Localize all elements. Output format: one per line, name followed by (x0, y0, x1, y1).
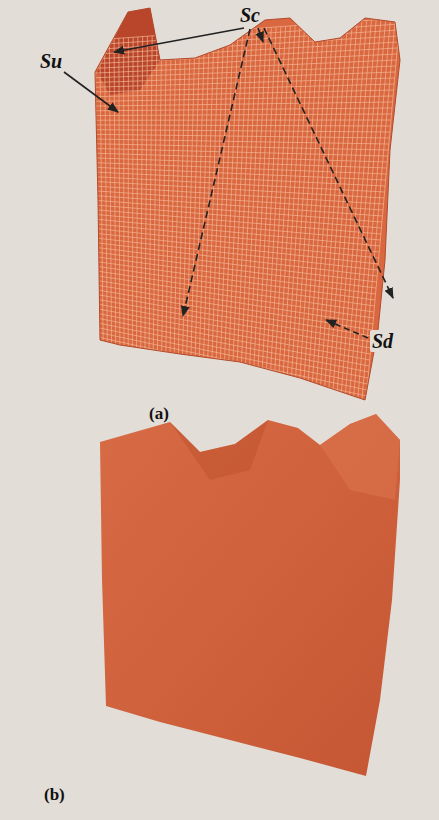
leader-arrows (64, 28, 393, 338)
grid-line (98, 300, 370, 348)
grid-line (98, 285, 372, 330)
grid-line (316, 22, 343, 391)
grid-line (97, 196, 382, 216)
grid-line (333, 21, 362, 395)
leader-arrow (264, 28, 393, 298)
grid-line (99, 342, 366, 402)
leader-arrow (114, 28, 244, 52)
grid-line (99, 328, 368, 384)
mesh-surface (95, 8, 400, 402)
grid-line (99, 318, 369, 372)
shaded-surface (100, 414, 400, 776)
grid-line (287, 25, 310, 385)
mesh-grid (95, 18, 400, 402)
grid-line (97, 215, 380, 240)
grid-line (98, 271, 374, 312)
grid-line (337, 20, 367, 395)
grid-line (98, 281, 373, 324)
surface-highlight (320, 414, 400, 500)
surface-label: Sc (238, 4, 262, 26)
grid-line (362, 18, 395, 401)
panel-label: (a) (147, 405, 171, 424)
panel-label: (b) (42, 786, 67, 805)
grid-line (99, 309, 370, 360)
leader-arrow (183, 29, 250, 316)
mesh-fill (95, 8, 400, 400)
grid-line (97, 210, 381, 234)
grid-line (99, 323, 368, 378)
grid-line (291, 24, 314, 385)
mesh-outline (95, 8, 400, 400)
grid-line (99, 314, 370, 366)
grid-line (97, 191, 383, 210)
grid-line (328, 21, 357, 393)
surface-label: Sd (370, 330, 395, 352)
grid-line (324, 21, 352, 392)
grid-line (366, 18, 400, 402)
surface-shade (170, 420, 268, 480)
grid-line (97, 205, 381, 228)
grid-line (283, 25, 305, 383)
surface-label: Su (38, 50, 64, 72)
leader-arrow (326, 320, 368, 338)
surface-fill (100, 414, 400, 776)
leader-arrow (258, 28, 263, 42)
leader-arrow (64, 72, 118, 112)
grid-line (320, 22, 347, 392)
